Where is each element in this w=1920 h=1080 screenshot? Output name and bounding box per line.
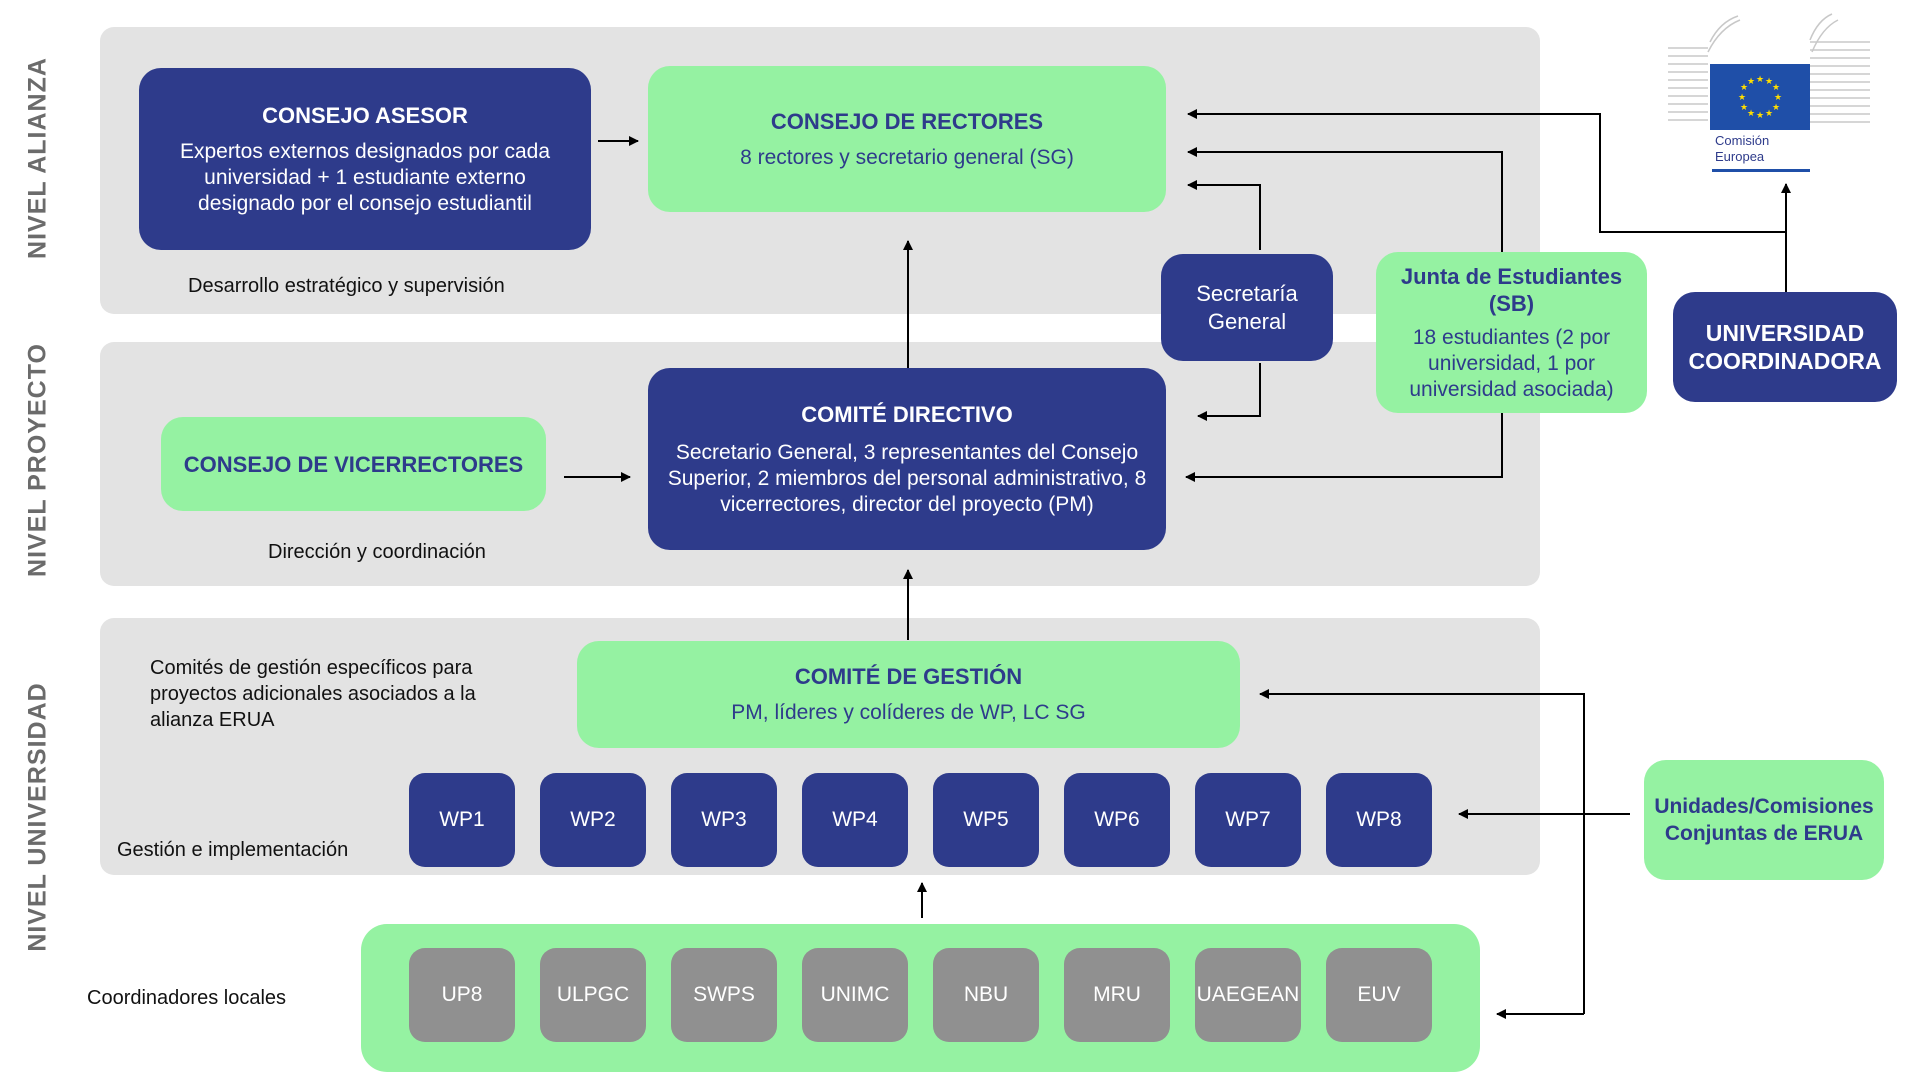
svg-text:★: ★ — [1738, 93, 1746, 103]
local-coordinators-container — [361, 924, 1480, 1072]
work-package-wp7: WP7 — [1195, 773, 1301, 867]
secretaria-general-box: Secretaría General — [1161, 254, 1333, 361]
consejo-rectores-box: CONSEJO DE RECTORES 8 rectores y secreta… — [648, 66, 1166, 212]
comite-gestion-desc: PM, líderes y colíderes de WP, LC SG — [731, 701, 1086, 724]
level-label-project: NIVEL PROYECTO — [23, 343, 52, 577]
universidad-coordinadora-label: UNIVERSIDAD COORDINADORA — [1688, 320, 1882, 374]
caption-specific-committees: Comités de gestión específicos para proy… — [150, 657, 476, 731]
consejo-asesor-box: CONSEJO ASESOR Expertos externos designa… — [139, 68, 591, 250]
comite-directivo-title: COMITÉ DIRECTIVO — [801, 401, 1013, 427]
svg-text:★: ★ — [1740, 103, 1748, 113]
caption-management: Gestión e implementación — [117, 839, 349, 861]
consejo-rectores-desc: 8 rectores y secretario general (SG) — [740, 145, 1074, 169]
caption-local-coordinators: Coordinadores locales — [87, 987, 287, 1009]
eu-label-line1: Comisión — [1715, 133, 1770, 148]
work-package-wp2: WP2 — [540, 773, 646, 867]
university-up8: UP8 — [409, 948, 515, 1042]
eu-flag — [1710, 64, 1810, 130]
comite-gestion-title: COMITÉ DE GESTIÓN — [794, 664, 1023, 689]
svg-text:★: ★ — [1772, 103, 1780, 113]
svg-text:★: ★ — [1756, 75, 1764, 85]
work-package-wp5: WP5 — [933, 773, 1039, 867]
work-package-wp3: WP3 — [671, 773, 777, 867]
comite-gestion-box: COMITÉ DE GESTIÓN PM, líderes y colídere… — [577, 641, 1240, 748]
comite-directivo-box: COMITÉ DIRECTIVO Secretario General, 3 r… — [648, 368, 1166, 550]
work-package-wp4: WP4 — [802, 773, 908, 867]
work-package-wp6: WP6 — [1064, 773, 1170, 867]
european-commission-logo: ★★★ ★★★ ★★★ ★★★ — [1668, 13, 1870, 172]
university-unimc: UNIMC — [802, 948, 908, 1042]
svg-text:★: ★ — [1772, 83, 1780, 93]
university-nbu: NBU — [933, 948, 1039, 1042]
svg-text:★: ★ — [1740, 83, 1748, 93]
university-uaegean: UAEGEAN — [1195, 948, 1301, 1042]
consejo-rectores-title: CONSEJO DE RECTORES — [770, 108, 1044, 134]
level-label-university: NIVEL UNIVERSIDAD — [23, 682, 52, 952]
unidades-comisiones-box: Unidades/Comisiones Conjuntas de ERUA — [1644, 760, 1884, 880]
work-package-wp8: WP8 — [1326, 773, 1432, 867]
universidad-coordinadora-box: UNIVERSIDAD COORDINADORA — [1673, 292, 1897, 402]
junta-estudiantes-title: Junta de Estudiantes (SB) — [1400, 263, 1623, 316]
work-package-wp1: WP1 — [409, 773, 515, 867]
secretaria-general-label: Secretaría General — [1196, 280, 1298, 334]
comite-directivo-desc: Secretario General, 3 representantes del… — [667, 440, 1147, 516]
consejo-asesor-title: CONSEJO ASESOR — [262, 102, 468, 128]
svg-text:★: ★ — [1747, 109, 1755, 119]
university-mru: MRU — [1064, 948, 1170, 1042]
junta-estudiantes-box: Junta de Estudiantes (SB) 18 estudiantes… — [1376, 252, 1647, 413]
university-euv: EUV — [1326, 948, 1432, 1042]
european-commission-label: Comisión Europea — [1715, 133, 1769, 165]
consejo-asesor-desc: Expertos externos designados por cada un… — [179, 139, 551, 215]
university-swps: SWPS — [671, 948, 777, 1042]
university-ulpgc: ULPGC — [540, 948, 646, 1042]
consejo-vicerrectores-box: CONSEJO DE VICERRECTORES — [161, 417, 546, 511]
svg-text:★: ★ — [1765, 109, 1773, 119]
consejo-vicerrectores-title: CONSEJO DE VICERRECTORES — [183, 451, 524, 477]
unidades-comisiones-label: Unidades/Comisiones Conjuntas de ERUA — [1654, 795, 1874, 845]
svg-text:★: ★ — [1765, 77, 1773, 87]
junta-estudiantes-desc: 18 estudiantes (2 por universidad, 1 por… — [1409, 325, 1614, 401]
eu-label-line2: Europea — [1715, 149, 1765, 164]
level-label-alliance: NIVEL ALIANZA — [23, 57, 52, 259]
svg-text:★: ★ — [1774, 93, 1782, 103]
caption-project: Dirección y coordinación — [268, 541, 486, 563]
caption-alliance: Desarrollo estratégico y supervisión — [188, 275, 505, 297]
svg-text:★: ★ — [1756, 111, 1764, 121]
svg-text:★: ★ — [1747, 77, 1755, 87]
